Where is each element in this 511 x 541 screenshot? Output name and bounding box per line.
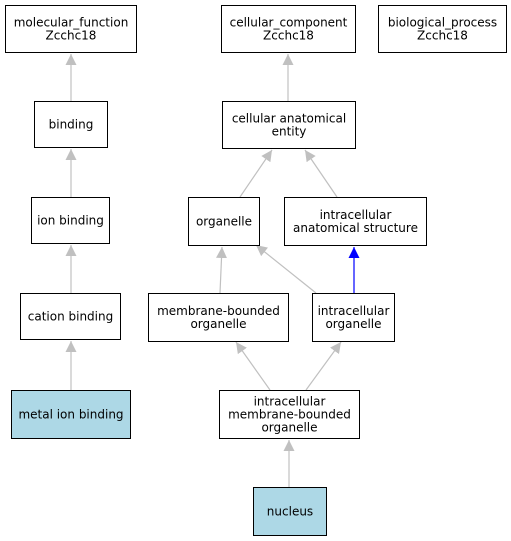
node-box bbox=[219, 390, 360, 439]
node-label-line: organelle bbox=[196, 215, 252, 229]
node-box bbox=[34, 101, 108, 148]
node-organelle[interactable]: organelle bbox=[188, 197, 260, 246]
node-label-line: intracellular bbox=[318, 304, 390, 318]
node-box bbox=[20, 293, 121, 340]
node-box bbox=[253, 487, 327, 536]
edges-layer bbox=[65, 54, 360, 487]
node-box bbox=[31, 197, 110, 244]
node-label-line: biological_process bbox=[388, 16, 497, 30]
node-label-line: entity bbox=[272, 125, 307, 139]
node-label-line: binding bbox=[49, 118, 94, 132]
is-a-arrow bbox=[255, 244, 317, 294]
node-box bbox=[11, 390, 131, 439]
node-label-line: Zcchc18 bbox=[417, 29, 468, 43]
node-label-line: organelle bbox=[190, 317, 246, 331]
is-a-arrow bbox=[235, 341, 271, 391]
node-label-line: membrane-bounded bbox=[228, 408, 351, 422]
edge-intracellular-anatomical-structure-to-cellular-anatomical-entity bbox=[304, 149, 338, 198]
node-box bbox=[148, 293, 289, 342]
node-ion-binding[interactable]: ion binding bbox=[31, 197, 110, 244]
edge-intracellular-membrane-bounded-organelle-to-membrane-bounded-organelle bbox=[235, 341, 271, 391]
node-box bbox=[5, 5, 137, 53]
node-box bbox=[221, 5, 356, 53]
edge-organelle-to-cellular-anatomical-entity bbox=[239, 149, 273, 198]
node-box bbox=[284, 197, 427, 246]
node-label-line: membrane-bounded bbox=[157, 304, 280, 318]
is-a-arrow bbox=[305, 341, 342, 391]
node-box bbox=[312, 293, 395, 342]
node-label-line: molecular_function bbox=[14, 16, 129, 30]
node-label-line: organelle bbox=[261, 421, 317, 435]
node-label-line: cation binding bbox=[28, 310, 113, 324]
node-label-line: ion binding bbox=[37, 214, 104, 228]
node-label-line: organelle bbox=[325, 317, 381, 331]
edge-intracellular-membrane-bounded-organelle-to-intracellular-organelle bbox=[305, 341, 342, 391]
edge-intracellular-organelle-to-organelle bbox=[255, 244, 317, 294]
node-box bbox=[188, 197, 260, 246]
node-nucleus[interactable]: nucleus bbox=[253, 487, 327, 536]
node-label-line: Zcchc18 bbox=[46, 29, 97, 43]
is-a-arrow bbox=[304, 149, 338, 198]
node-label-line: metal ion binding bbox=[18, 408, 123, 422]
nodes-layer: molecular_functionZcchc18cellular_compon… bbox=[5, 5, 507, 536]
node-binding[interactable]: binding bbox=[34, 101, 108, 148]
node-label-line: anatomical structure bbox=[293, 221, 418, 235]
is-a-arrow bbox=[239, 149, 273, 198]
node-box bbox=[378, 5, 507, 53]
node-label-line: intracellular bbox=[254, 395, 326, 409]
is-a-arrow bbox=[216, 246, 228, 294]
node-label-line: nucleus bbox=[267, 505, 313, 519]
node-label-line: cellular_component bbox=[230, 16, 348, 30]
node-cation-binding[interactable]: cation binding bbox=[20, 293, 121, 340]
edge-membrane-bounded-organelle-to-organelle bbox=[216, 246, 228, 294]
node-box bbox=[222, 101, 356, 149]
node-label-line: Zcchc18 bbox=[263, 29, 314, 43]
node-metal-ion-binding[interactable]: metal ion binding bbox=[11, 390, 131, 439]
node-label-line: intracellular bbox=[320, 208, 392, 222]
node-label-line: cellular anatomical bbox=[232, 112, 346, 126]
